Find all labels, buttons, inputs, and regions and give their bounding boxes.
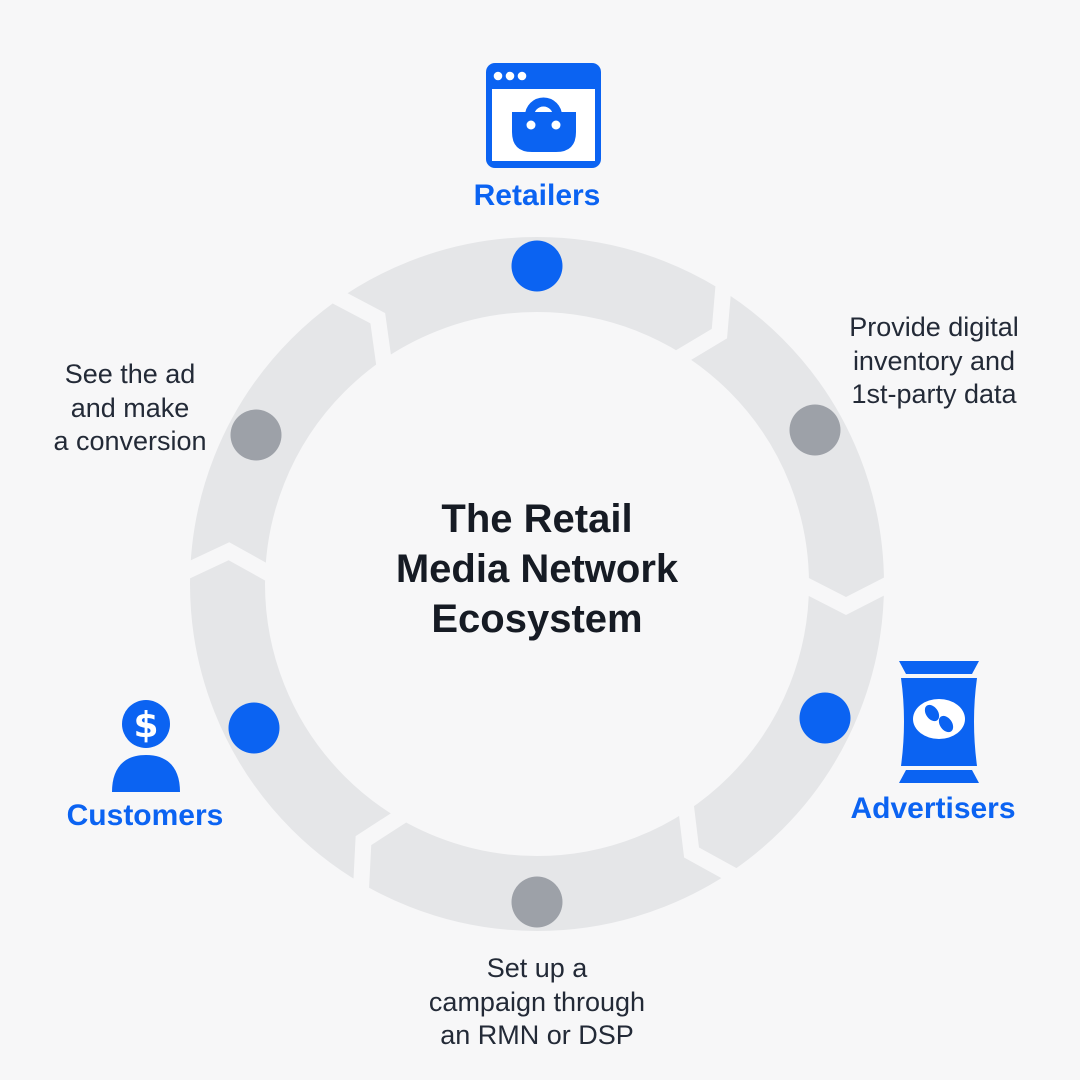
conversion-step-dot	[230, 409, 282, 461]
person-dollar-icon: $	[112, 700, 180, 792]
person-body	[112, 755, 180, 792]
person-head	[122, 700, 170, 748]
step-see-ad-conversion: See the ad and make a conversion	[53, 359, 207, 456]
customers-node-dot	[228, 702, 280, 754]
bag-label	[913, 699, 965, 739]
advertisers-node-dot	[799, 692, 851, 744]
browser-window-dots	[493, 71, 527, 81]
flow-arrow-icon	[184, 542, 272, 584]
dollar-symbol: $	[133, 705, 158, 746]
retailers-node-dot	[511, 240, 563, 292]
flow-arrow-icon	[678, 799, 742, 881]
flow-arrow-icon	[327, 290, 392, 372]
browser-shopping-bag-icon	[486, 63, 601, 168]
campaign-step-dot	[511, 876, 563, 928]
shopping-bag	[512, 97, 576, 152]
bag-top-crimp	[899, 661, 979, 674]
flow-arrow-icon	[670, 280, 732, 364]
bag-bottom-crimp	[899, 770, 979, 783]
flow-arrow-icon	[353, 809, 412, 894]
retailers-label: Retailers	[473, 179, 601, 212]
customers-label: Customers	[66, 799, 224, 832]
advertisers-label: Advertisers	[850, 792, 1016, 825]
product-bag-icon	[899, 661, 979, 783]
step-provide-inventory: Provide digital inventory and 1st-party …	[849, 312, 1019, 409]
step-setup-campaign: Set up a campaign through an RMN or DSP	[428, 953, 646, 1050]
inventory-step-dot	[789, 404, 841, 456]
ring-dots	[228, 240, 851, 928]
flow-arrow-icon	[803, 575, 889, 615]
diagram-title: The Retail Media Network Ecosystem	[395, 497, 679, 641]
flow-arrows	[184, 280, 889, 894]
coffee-beans	[924, 704, 954, 733]
